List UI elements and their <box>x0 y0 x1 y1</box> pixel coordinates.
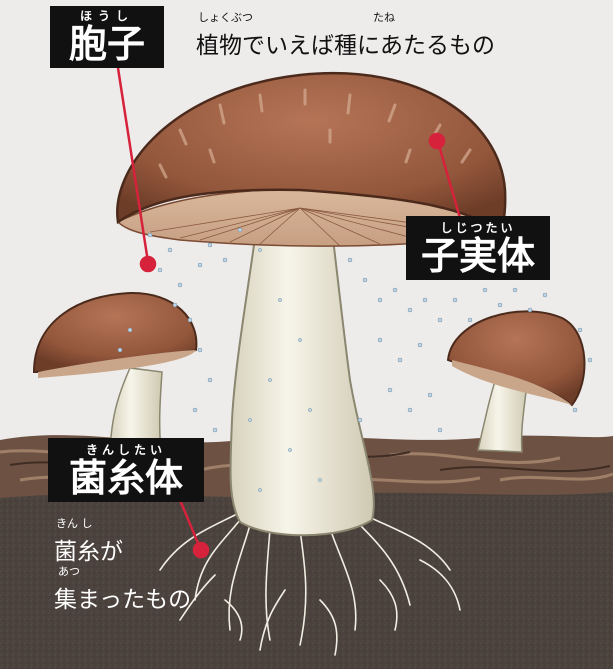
spore-note-ruby-plant: しょくぶつ <box>198 11 253 24</box>
spore-note: しょくぶつ たね 植物でいえば種にあたるもの <box>196 12 556 60</box>
label-fruiting-body: しじつたい 子実体 <box>406 216 550 280</box>
spore-note-ruby-seed: たね <box>373 11 395 24</box>
mycelium-note-line-2: 集まったもの <box>54 587 192 613</box>
small-mushroom-right <box>446 310 586 453</box>
label-mycelium-body-text: 菌糸体 <box>68 456 183 500</box>
mycelium-note-line-1: 菌糸が <box>54 539 123 565</box>
cap-streaks <box>158 88 472 179</box>
mycelium-note-ruby-2: あつ <box>58 565 80 578</box>
label-spore: ほうし 胞子 <box>50 6 164 68</box>
label-spore-ruby: ほうし <box>79 9 134 23</box>
label-fruiting-body-ruby: しじつたい <box>440 221 516 235</box>
label-spore-text: 胞子 <box>68 22 145 66</box>
mycelium-note: きん し 菌糸が あつ 集まったもの <box>54 518 254 618</box>
label-mycelium-body-ruby: きんしたい <box>85 443 166 457</box>
mycelium-threads <box>159 514 461 656</box>
mycelium-note-ruby-1: きん し <box>56 517 93 530</box>
spore-note-text: 植物でいえば種にあたるもの <box>196 33 495 59</box>
leader-lines <box>116 67 462 559</box>
main-cap <box>116 71 507 234</box>
spore-dots <box>117 227 593 492</box>
main-stem <box>229 214 375 537</box>
label-fruiting-body-text: 子実体 <box>420 234 535 278</box>
label-mycelium-body: きんしたい 菌糸体 <box>48 438 204 502</box>
